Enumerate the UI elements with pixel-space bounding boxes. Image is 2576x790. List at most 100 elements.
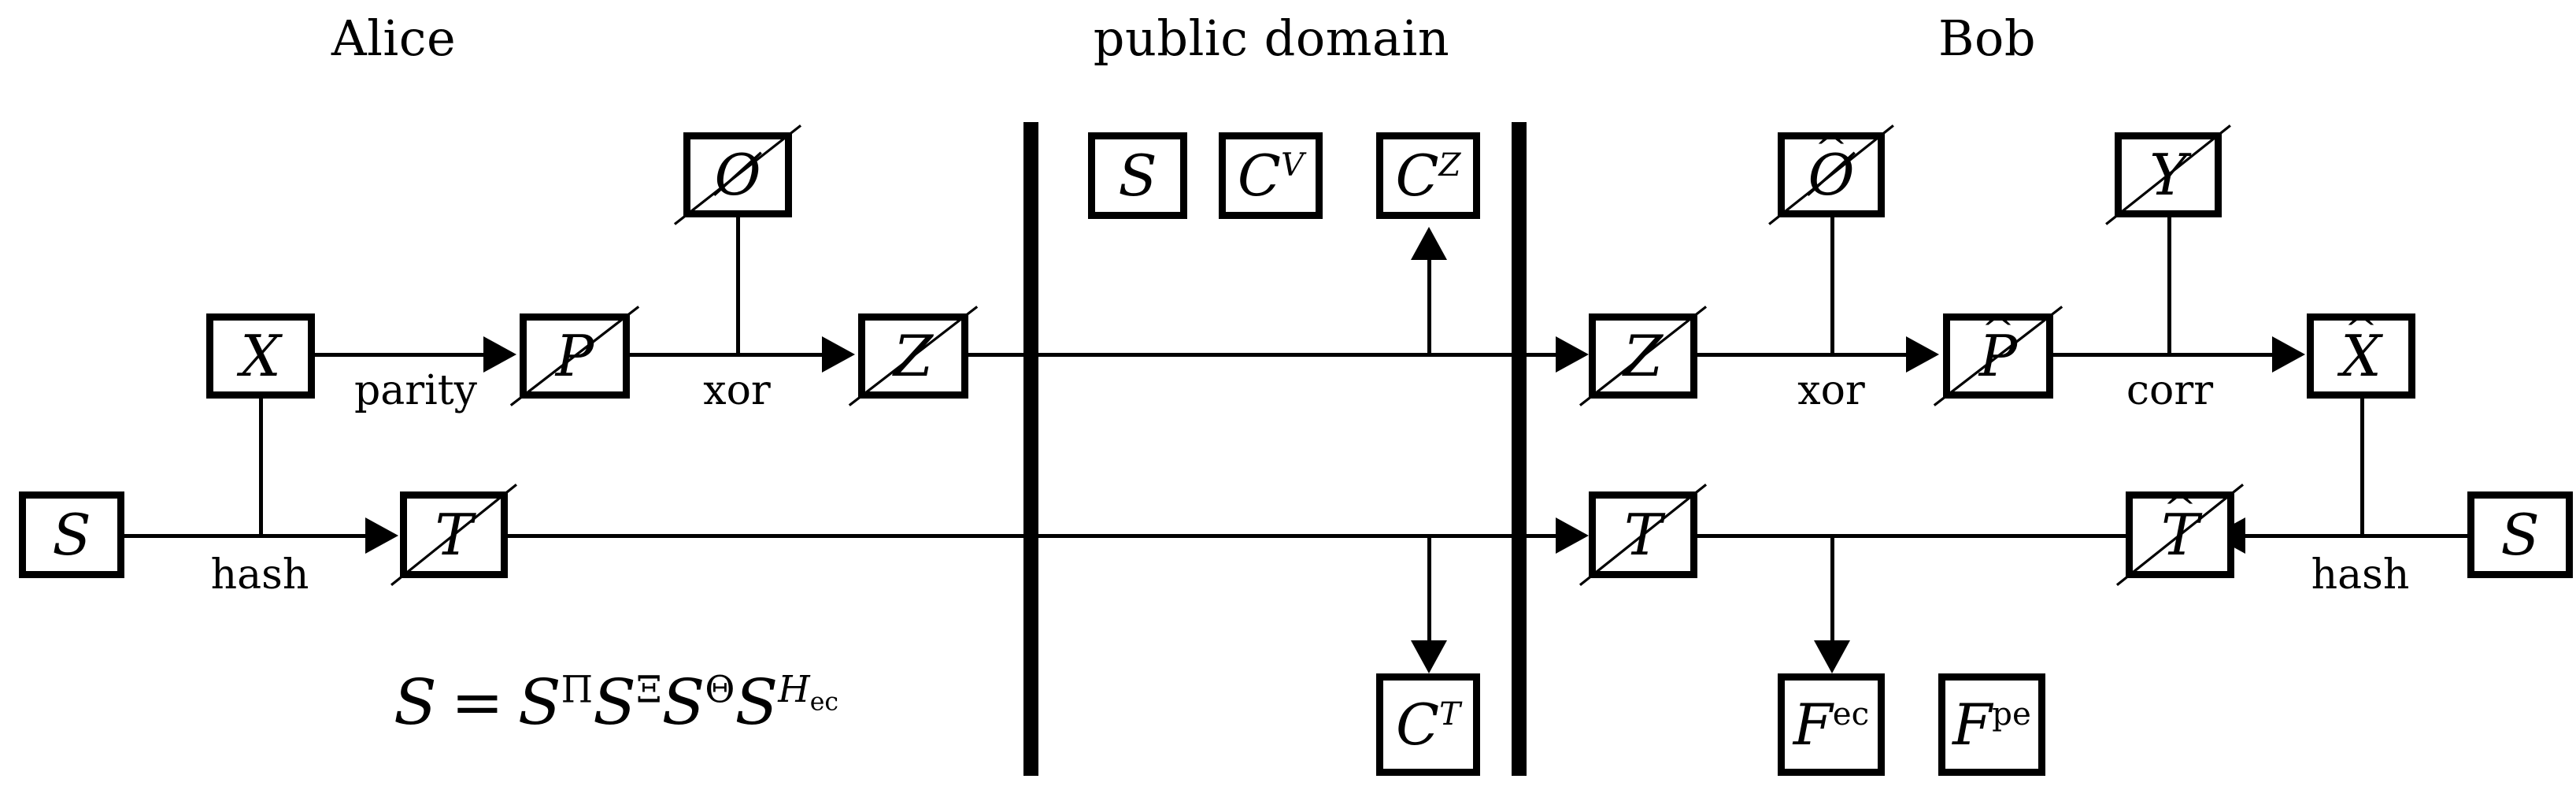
hat-accent-icon: ^	[1981, 306, 2015, 354]
box-bob-fpe[interactable]: Fpe	[1938, 673, 2045, 776]
arrowhead-t-to-bobt	[1556, 517, 1589, 554]
box-label: Z	[1623, 323, 1664, 389]
arrowhead-s-to-t	[365, 517, 398, 554]
wire-x-to-hash	[259, 398, 263, 536]
box-alice-p[interactable]: P	[520, 313, 630, 399]
box-bob-x[interactable]: ^X	[2307, 310, 2415, 399]
wire-bobs-to-bobthat	[2245, 534, 2468, 538]
wire-s-to-t	[124, 534, 365, 538]
box-label-base: F	[1952, 692, 1993, 758]
arrowhead-bobz-to-bobp	[1906, 336, 1939, 373]
box-label-superscript: V	[1280, 147, 1305, 184]
box-label-superscript: pe	[1992, 695, 2031, 733]
box-bob-fec[interactable]: Fec	[1778, 673, 1885, 776]
box-label-base: C	[1396, 692, 1440, 758]
box-label: Y	[2149, 142, 2187, 208]
box-bob-y[interactable]: Y	[2115, 132, 2222, 217]
box-bob-t[interactable]: T	[1589, 491, 1697, 578]
box-label: X	[240, 323, 281, 389]
edge-label-alice-hash: hash	[210, 551, 309, 599]
box-label: Z	[893, 323, 934, 389]
formula-term-1-base: S	[517, 666, 561, 739]
box-label: S	[52, 502, 91, 568]
wire-bobp-to-bobx	[2053, 353, 2272, 357]
edge-label-bob-corr: corr	[2126, 367, 2214, 414]
formula-lhs: S	[394, 666, 437, 739]
wire-branch-to-cz	[1427, 260, 1431, 354]
box-public-ct[interactable]: CT	[1376, 673, 1480, 776]
box-label: ^T	[2161, 488, 2199, 563]
box-alice-z[interactable]: Z	[858, 313, 968, 399]
box-bob-p[interactable]: ^P	[1943, 313, 2053, 399]
edge-label-alice-xor: xor	[703, 367, 771, 414]
box-label: CT	[1396, 696, 1460, 753]
formula-term-3-base: S	[661, 666, 705, 739]
edge-label-bob-xor: xor	[1797, 367, 1865, 414]
box-label-superscript: T	[1439, 695, 1460, 733]
formula-term-4-subsup: ec	[809, 688, 839, 717]
arrowhead-branch-to-cz	[1411, 227, 1447, 260]
formula-term-4-base: S	[735, 666, 779, 739]
wire-t-to-bobt	[508, 534, 1556, 538]
arrowhead-p-to-z	[822, 336, 855, 373]
formula-term-1-sup: Π	[561, 668, 594, 711]
box-label: Fpe	[1952, 696, 2031, 753]
box-label: CZ	[1395, 147, 1460, 204]
box-public-s[interactable]: S	[1088, 132, 1187, 219]
box-label: P	[555, 323, 594, 389]
hat-accent-icon: ^	[2344, 306, 2378, 354]
box-label-base: C	[1237, 143, 1281, 209]
box-bob-that[interactable]: ^T	[2126, 491, 2234, 578]
hat-accent-icon: ^	[1814, 125, 1849, 173]
wire-boby-to-corr	[2167, 217, 2171, 354]
wire-p-to-z	[630, 353, 822, 357]
box-label-base: F	[1793, 692, 1833, 758]
box-label: T	[1623, 502, 1663, 568]
arrowhead-z-to-bobz	[1556, 336, 1589, 373]
wire-z-to-bobz	[968, 353, 1556, 357]
box-alice-phi[interactable]: Ø	[683, 132, 792, 217]
box-label: Fec	[1793, 696, 1869, 753]
box-label: ^P	[1979, 310, 2017, 384]
box-public-cz[interactable]: CZ	[1376, 132, 1480, 219]
box-bob-phi[interactable]: ^Ø	[1778, 132, 1885, 217]
wire-phi-to-xor	[736, 217, 740, 354]
box-label-base: X	[2341, 323, 2382, 389]
box-label: S	[2500, 502, 2540, 568]
box-label-superscript: Z	[1438, 147, 1461, 184]
box-label: S	[1118, 143, 1157, 209]
wire-bobz-to-bobp	[1697, 353, 1906, 357]
heading-public-domain: public domain	[1093, 9, 1450, 67]
heading-alice: Alice	[331, 9, 457, 67]
arrowhead-bobp-to-bobx	[2272, 336, 2305, 373]
formula-term-2-base: S	[593, 666, 636, 739]
boundary-bar-left	[1023, 122, 1038, 776]
box-public-cv[interactable]: CV	[1219, 132, 1323, 219]
box-alice-x[interactable]: X	[206, 313, 315, 399]
formula-term-2-sup: Ξ	[635, 668, 662, 711]
formula-term-3-sup: Θ	[705, 668, 735, 711]
box-label-base: C	[1395, 143, 1439, 209]
formula-term-4-sup: Hec	[778, 668, 839, 717]
box-label: T	[435, 502, 473, 568]
wire-branch-to-ct	[1427, 536, 1431, 642]
arrowhead-bobt-to-fec	[1814, 640, 1850, 673]
box-alice-s[interactable]: S	[19, 491, 124, 578]
heading-bob: Bob	[1938, 9, 2037, 67]
wire-bobphi-to-xor	[1830, 217, 1834, 354]
box-alice-t[interactable]: T	[400, 491, 508, 578]
edge-label-parity: parity	[353, 367, 478, 414]
formula-equals: =	[450, 666, 504, 739]
box-label: CV	[1238, 147, 1304, 204]
wire-bobx-to-hash	[2360, 398, 2364, 536]
box-bob-z[interactable]: Z	[1589, 313, 1697, 399]
box-label: ^X	[2341, 310, 2381, 384]
edge-label-bob-hash: hash	[2311, 551, 2410, 599]
arrowhead-x-to-p	[483, 336, 516, 373]
box-label: Ø	[714, 142, 761, 208]
box-bob-s[interactable]: S	[2467, 491, 2573, 578]
formula-s-decomposition: S=SΠSΞSΘSHec	[394, 666, 838, 739]
hat-accent-icon: ^	[2163, 485, 2197, 533]
box-label-superscript: ec	[1832, 695, 1870, 733]
